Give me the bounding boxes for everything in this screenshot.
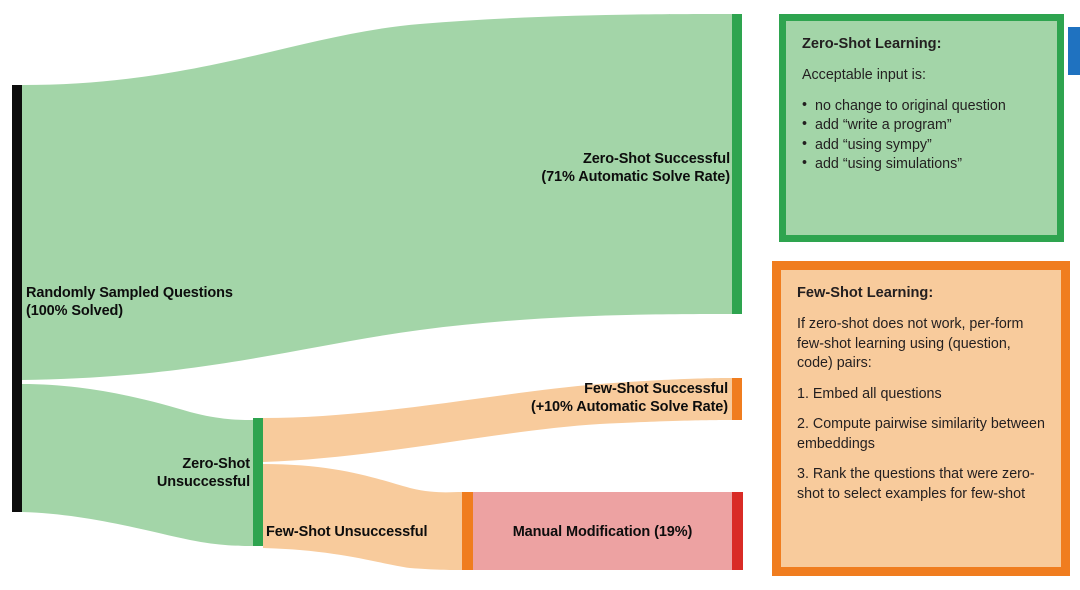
node-label-few-shot-unsuccessful: Few-Shot Unsuccessful (266, 524, 428, 540)
node-label-few-shot-successful: Few-Shot Successful(+10% Automatic Solve… (350, 381, 728, 416)
zero-shot-successful-label-line1: Zero-Shot Successful (582, 151, 730, 167)
callout-zero-shot-title: Zero-Shot Learning: (802, 36, 942, 52)
node-label-randomly-sampled-questions: Randomly Sampled Questions(100% Solved) (26, 285, 233, 320)
node-label-manual-modification: Manual Modification (19%) (512, 524, 693, 540)
list-item: add “write a program” (802, 115, 1041, 136)
few-shot-successful-label-line2: (+10% Automatic Solve Rate) (530, 398, 728, 415)
source-label-line1: Randomly Sampled Questions (26, 285, 233, 301)
sankey-chart: Randomly Sampled Questions(100% Solved) … (12, 14, 743, 570)
callout-zero-shot-learning: Zero-Shot Learning: Acceptable input is:… (779, 14, 1064, 242)
callout-few-shot-title: Few-Shot Learning: (797, 285, 934, 301)
zero-shot-unsuccessful-label-line1: Zero-Shot (182, 456, 250, 472)
zero-shot-successful-label-line2: (71% Automatic Solve Rate) (541, 168, 730, 185)
flow-source-to-zero-shot-successful (22, 14, 732, 380)
source-label-line2: (100% Solved) (26, 302, 124, 319)
list-item: add “using simulations” (802, 154, 1041, 175)
list-item: 1. Embed all questions (797, 385, 942, 402)
zero-shot-unsuccessful-label-line2: Unsuccessful (156, 473, 250, 490)
list-item: no change to original question (802, 96, 1041, 117)
flow-source-to-zero-shot-unsuccessful (22, 384, 253, 546)
node-few-shot-unsuccessful (462, 492, 473, 570)
node-zero-shot-unsuccessful (253, 418, 263, 546)
list-item: 3. Rank the questions that were zero-sho… (797, 466, 1035, 503)
list-item: add “using sympy” (802, 135, 1041, 156)
blue-tab-marker (1068, 27, 1080, 75)
flow-zero-shot-unsuccessful-to-few-shot-unsuccessful (263, 464, 462, 570)
node-label-zero-shot-successful: Zero-Shot Successful(71% Automatic Solve… (340, 151, 730, 186)
callout-zero-shot-bullet-list: no change to original question add “writ… (802, 96, 1041, 175)
few-shot-successful-label-line1: Few-Shot Successful (584, 381, 728, 397)
callout-few-shot-learning: Few-Shot Learning: If zero-shot does not… (772, 261, 1070, 576)
node-randomly-sampled-questions (12, 85, 22, 512)
flow-few-shot-unsuccessful-to-manual-modification (473, 492, 732, 570)
callout-few-shot-intro: If zero-shot does not work, per-form few… (797, 315, 1024, 372)
node-zero-shot-successful (732, 14, 742, 314)
flow-zero-shot-unsuccessful-to-few-shot-successful (263, 378, 732, 462)
node-few-shot-successful (732, 378, 742, 420)
callout-zero-shot-intro: Acceptable input is: (802, 66, 926, 83)
list-item: 2. Compute pairwise similarity between e… (797, 416, 1045, 452)
node-manual-modification (732, 492, 743, 570)
